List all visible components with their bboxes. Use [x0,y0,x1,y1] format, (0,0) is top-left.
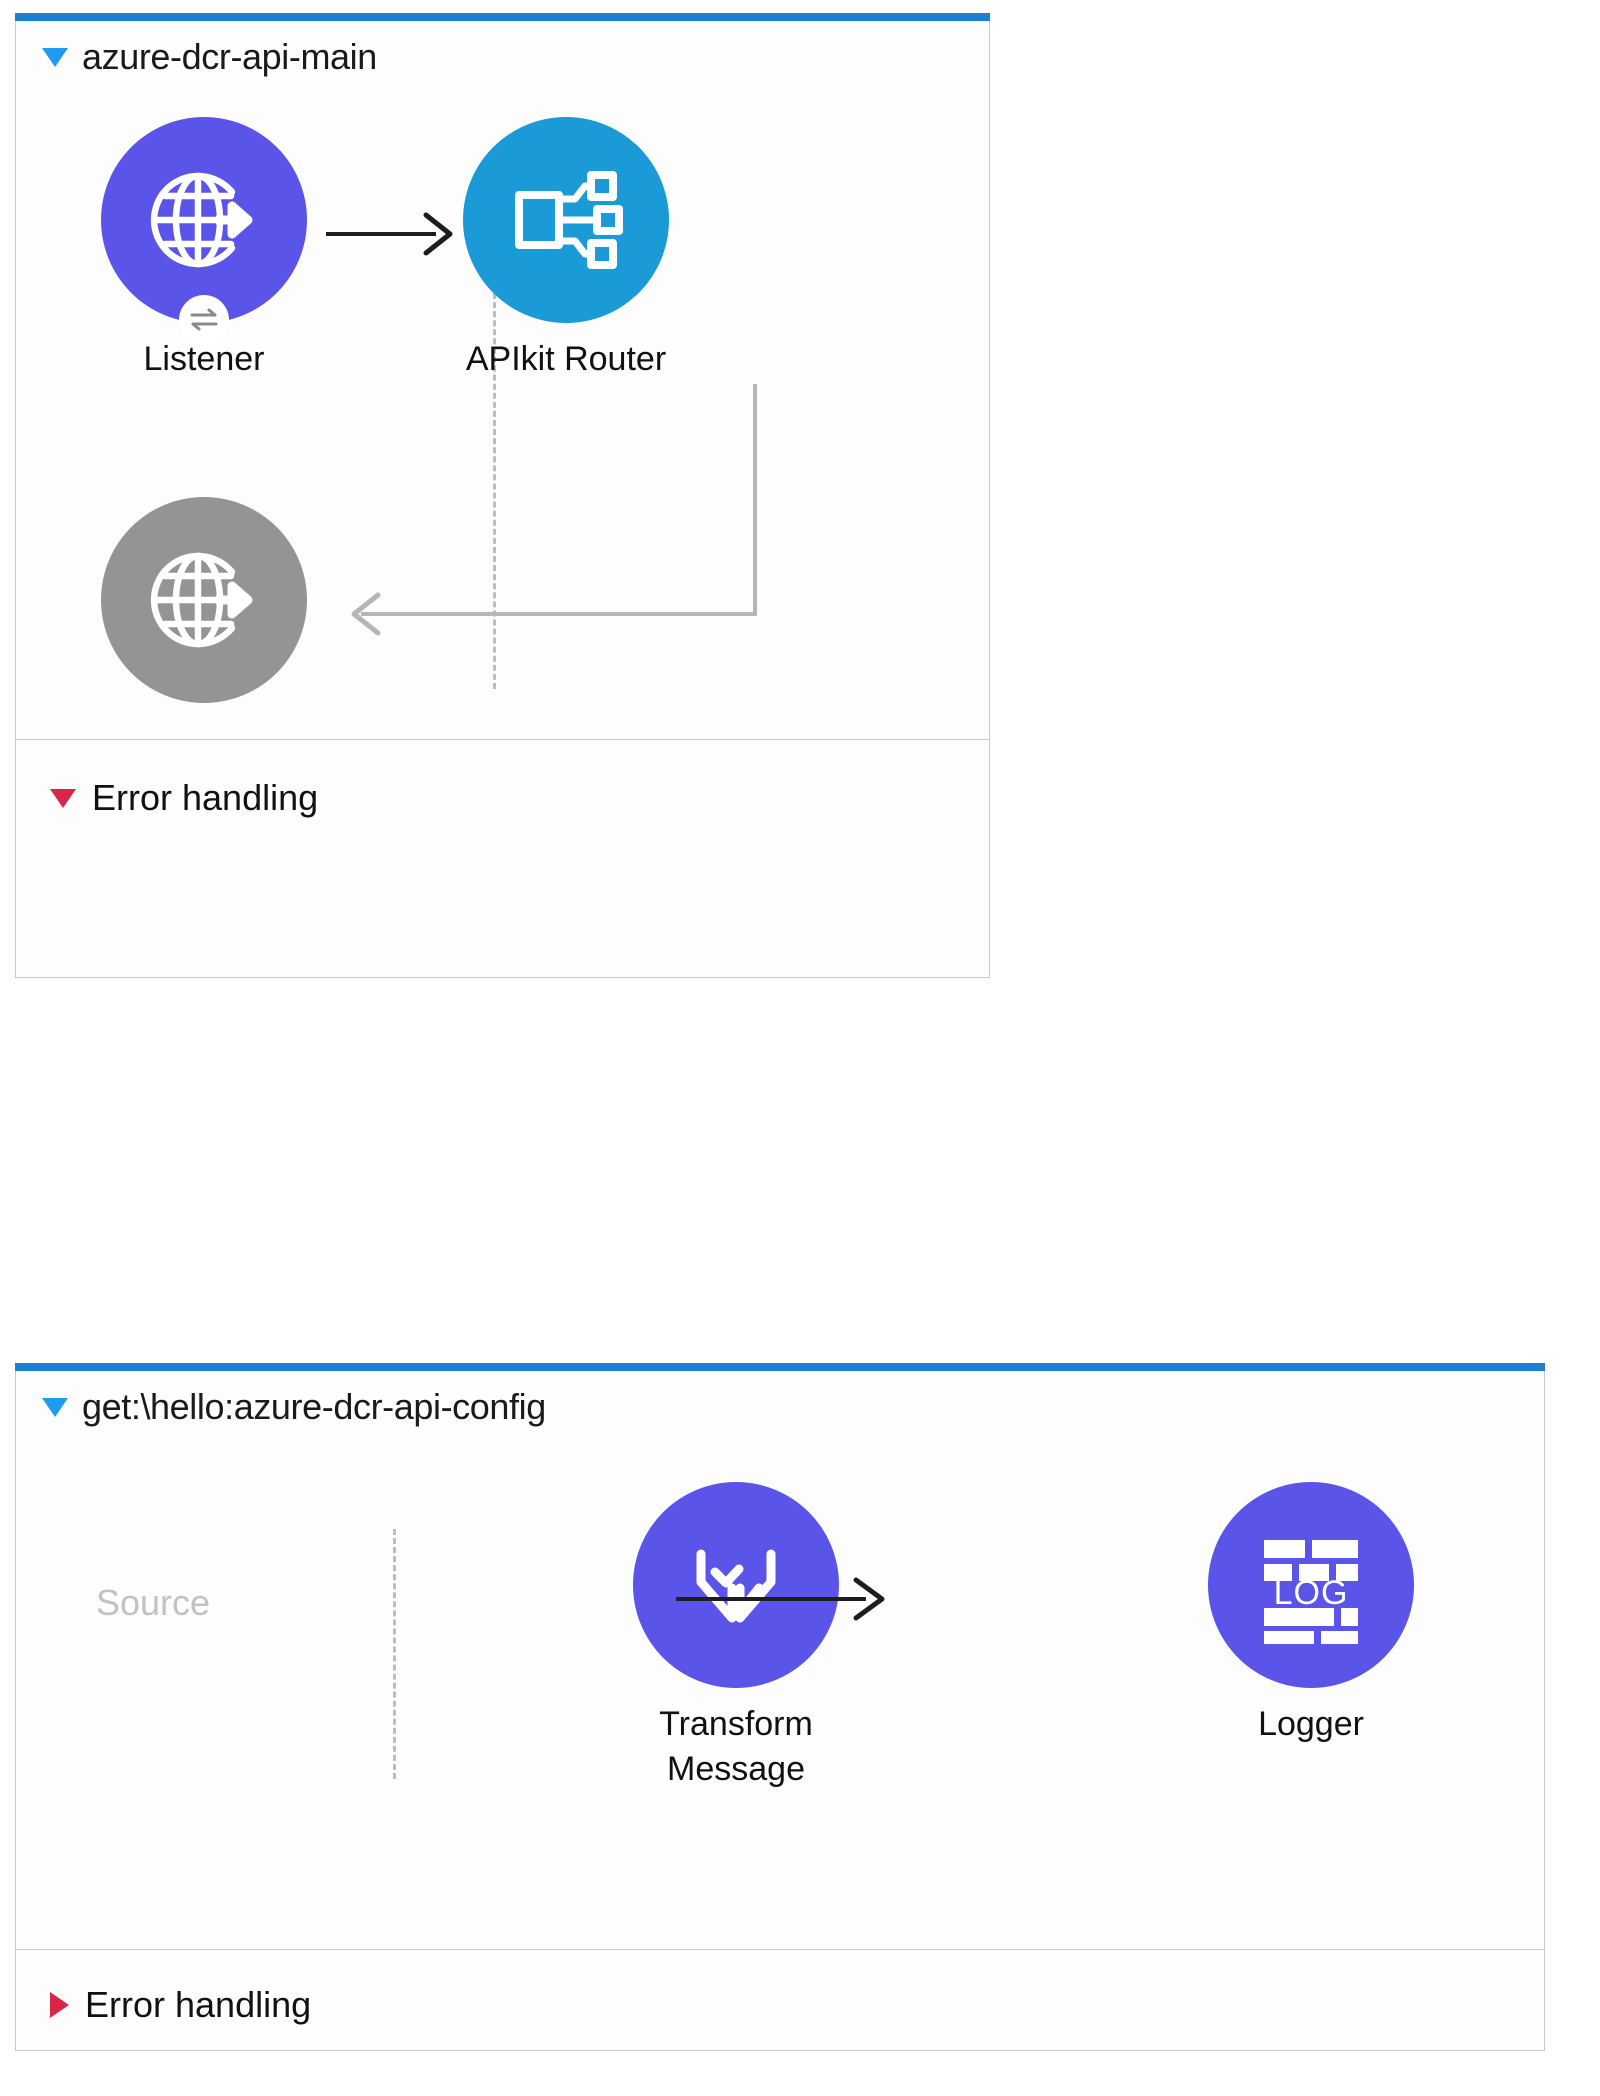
apikit-router-icon-circle[interactable] [463,117,669,323]
flow-title-main: azure-dcr-api-main [82,36,377,77]
request-response-icon [190,308,218,331]
log-icon: LOG [1264,1540,1358,1644]
node-label-apikit-router: APIkit Router [465,340,667,378]
flow-header-main[interactable]: azure-dcr-api-main [42,36,377,78]
flow-accent-bar [15,1363,1545,1371]
node-listener-response[interactable] [74,497,334,717]
node-label-listener: Listener [143,340,265,378]
flow-accent-bar [15,13,990,21]
logger-icon-circle[interactable]: LOG [1208,1482,1414,1688]
source-placeholder-label: Source [96,1582,211,1623]
http-listener-globe-icon [150,172,253,268]
listener-response-icon-circle[interactable] [101,497,307,703]
flow-header-get-hello[interactable]: get:\hello:azure-dcr-api-config [42,1386,546,1428]
transform-message-icon-circle[interactable] [633,1482,839,1688]
triangle-right-icon[interactable] [50,1992,69,2018]
request-response-badge [179,295,229,345]
error-handling-main[interactable]: Error handling [50,777,318,819]
node-label-logger: Logger [1258,1705,1364,1743]
flow-panel-get-hello[interactable]: get:\hello:azure-dcr-api-config Source T [15,1363,1545,2051]
flow-panel-main[interactable]: azure-dcr-api-main [15,13,990,978]
flow-section-divider-get-hello [16,1949,1544,1950]
triangle-down-icon[interactable] [42,1397,68,1417]
node-listener[interactable]: Listener [74,117,334,382]
svg-text:LOG: LOG [1274,1574,1349,1612]
error-handling-label: Error handling [85,1984,312,2025]
apikit-router-icon [515,171,623,269]
source-process-divider [393,1529,396,1779]
listener-icon-circle[interactable] [101,117,307,345]
flow-section-divider-main [16,739,989,740]
error-handling-get-hello[interactable]: Error handling [50,1984,311,2026]
error-handling-label: Error handling [92,777,319,818]
dataweave-transform-icon [696,1549,776,1623]
node-transform-message[interactable]: Transform Message [606,1482,866,1792]
node-apikit-router[interactable]: APIkit Router [436,117,696,382]
node-logger[interactable]: LOG Logger [1181,1482,1441,1747]
flow-title-get-hello: get:\hello:azure-dcr-api-config [82,1386,546,1427]
triangle-down-icon[interactable] [50,788,76,808]
node-label-transform-message: Transform Message [659,1705,813,1788]
connector-router-to-response [351,384,757,636]
http-listener-globe-icon [150,552,253,648]
triangle-down-icon[interactable] [42,47,68,67]
